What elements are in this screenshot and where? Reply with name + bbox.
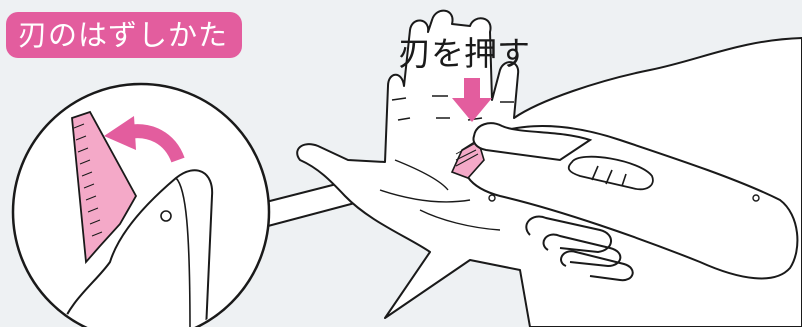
title-badge: 刃のはずしかた [6, 12, 242, 58]
instruction-label: 刃を押す [398, 34, 530, 74]
